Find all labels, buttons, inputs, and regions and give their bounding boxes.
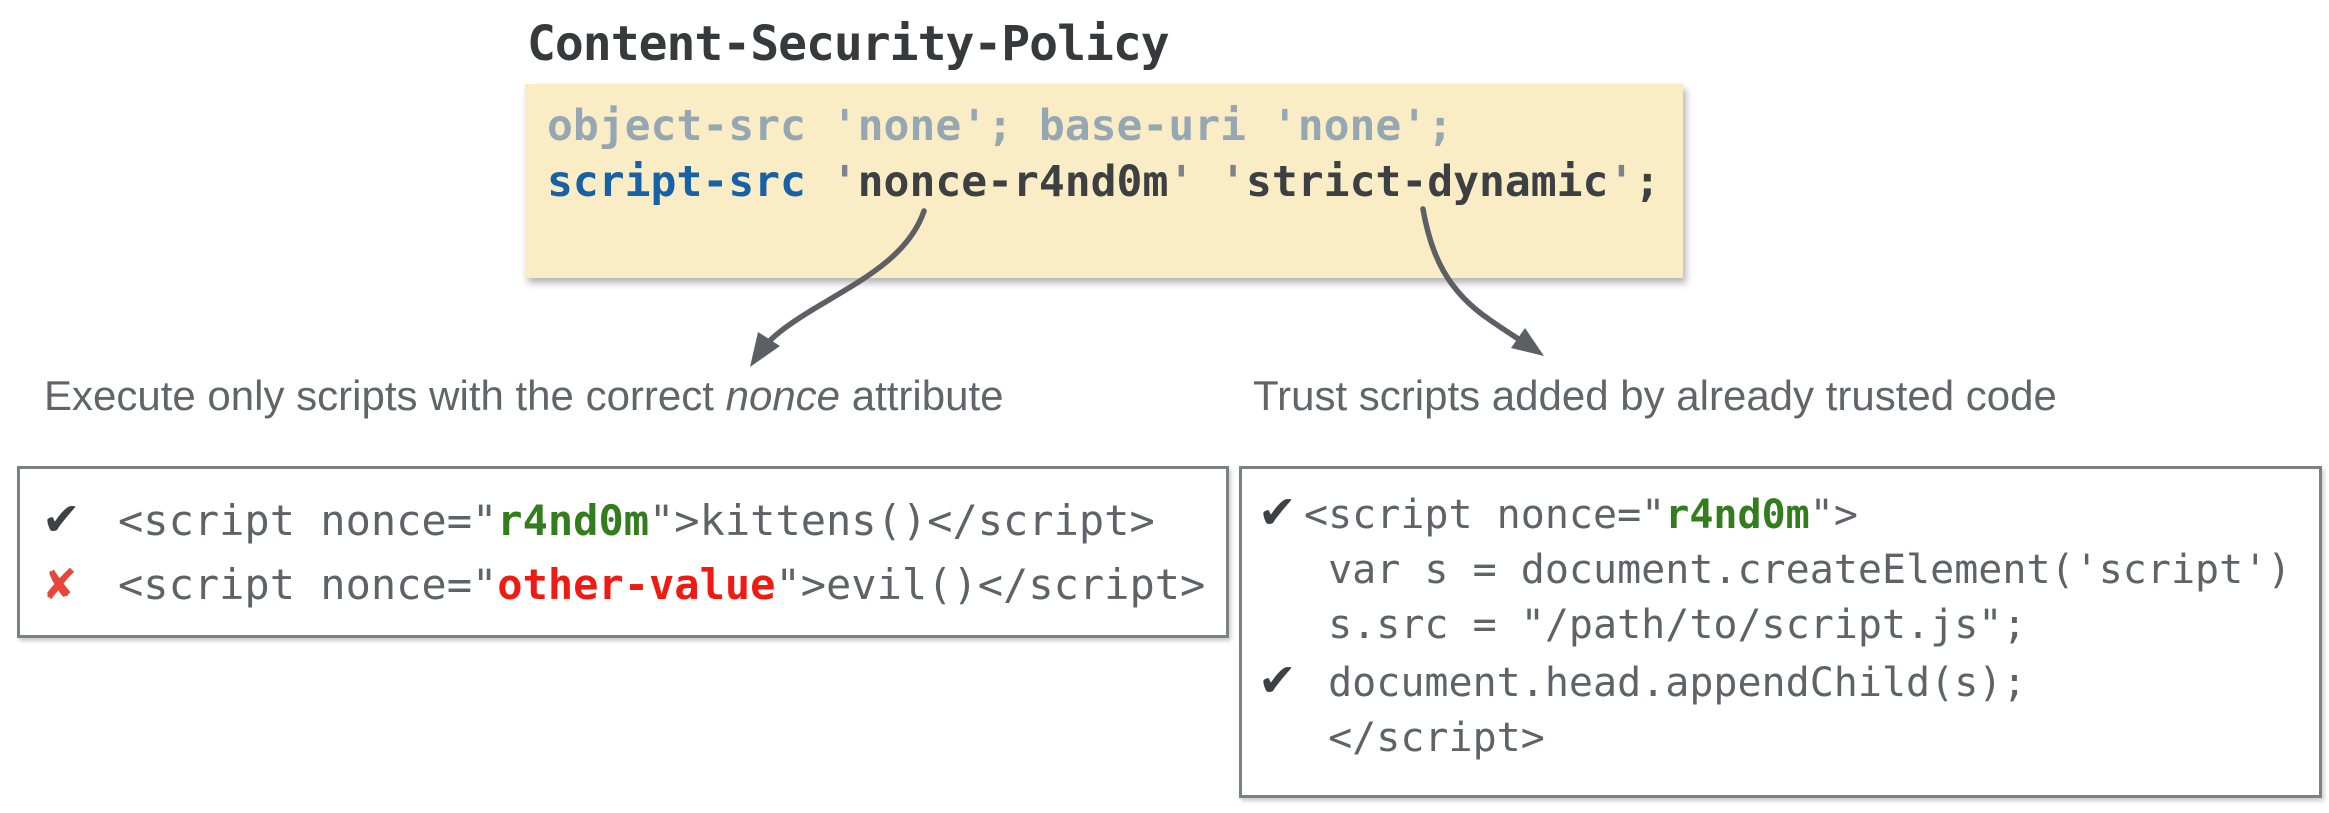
csp-policy-box: object-src 'none'; base-uri 'none';scrip…	[525, 84, 1683, 278]
code-text: </script>	[1304, 715, 1545, 761]
script-src-directive: script-src	[547, 157, 806, 207]
cross-icon: ✘	[42, 560, 78, 609]
policy-line-object-src: object-src 'none'; base-uri 'none';	[547, 101, 1454, 151]
script-close-row: </script>	[1258, 711, 2319, 766]
check-icon: ✔	[42, 492, 81, 546]
code-text: document.head.appendChild(s);	[1304, 660, 2027, 706]
code-text: s.src = "/path/to/script.js";	[1304, 602, 2027, 648]
nonce-explanation-label: Execute only scripts with the correct no…	[44, 372, 1003, 420]
code-text: ">	[1809, 492, 1858, 538]
append-child-row: ✔ document.head.appendChild(s);	[1258, 653, 2319, 711]
nonce-example-box: ✔<script nonce="r4nd0m">kittens()</scrip…	[17, 466, 1229, 638]
label-text: Execute only scripts with the correct	[44, 372, 726, 419]
invalid-script-row: ✘ <script nonce="other-value">evil()</scr…	[42, 553, 1226, 617]
valid-nonce-value: r4nd0m	[497, 496, 650, 545]
invalid-nonce-value: other-value	[497, 560, 776, 609]
code-text: ">kittens()</script>	[649, 496, 1155, 545]
policy-line-script-src: script-src 'nonce-r4nd0m' 'strict-dynami…	[547, 154, 1683, 210]
quote-mark: '	[1608, 157, 1635, 207]
quote-mark: ' '	[1168, 157, 1247, 207]
label-text: attribute	[840, 372, 1004, 419]
code-text: ">evil()</script>	[775, 560, 1206, 609]
code-text: <script nonce="	[118, 560, 498, 609]
check-icon: ✔	[1258, 653, 1297, 707]
page-title: Content-Security-Policy	[527, 16, 1170, 72]
code-text: <script nonce="	[1304, 492, 1666, 538]
code-text: <script nonce="	[118, 496, 498, 545]
semicolon: ;	[1634, 157, 1661, 207]
check-icon: ✔	[1258, 485, 1297, 539]
strict-dynamic-explanation-label: Trust scripts added by already trusted c…	[1253, 372, 2057, 419]
code-text: var s = document.createElement('script')	[1304, 547, 2292, 593]
valid-script-row: ✔ <script nonce="r4nd0m">kittens()</scrip…	[42, 487, 1226, 553]
nonce-source-value: nonce-r4nd0m	[857, 157, 1169, 207]
valid-nonce-value: r4nd0m	[1665, 492, 1810, 538]
script-open-row: ✔<script nonce="r4nd0m">	[1258, 485, 2319, 543]
create-element-row: var s = document.createElement('script')	[1258, 543, 2319, 598]
strict-dynamic-value: strict-dynamic	[1246, 157, 1609, 207]
quote-mark: '	[805, 157, 858, 207]
trusted-code-example-box: ✔<script nonce="r4nd0m"> var s = documen…	[1239, 466, 2322, 798]
nonce-emphasis: nonce	[725, 372, 841, 419]
set-src-row: s.src = "/path/to/script.js";	[1258, 598, 2319, 653]
